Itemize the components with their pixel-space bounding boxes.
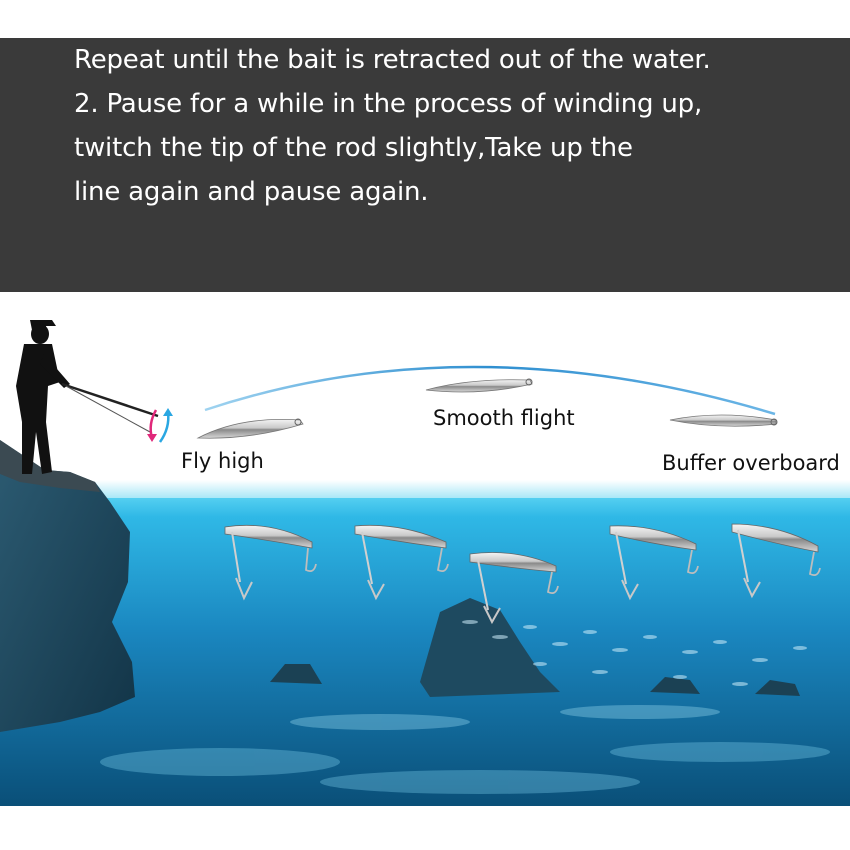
water-surface	[0, 480, 850, 498]
label-fly-high: Fly high	[181, 449, 264, 473]
fish-school	[462, 620, 807, 686]
cliff	[0, 440, 135, 732]
underwater-rocks	[270, 598, 800, 697]
fishing-rod	[61, 382, 159, 418]
label-buffer-overboard: Buffer overboard	[662, 451, 840, 475]
fishing-line	[65, 385, 151, 433]
instruction-line-1: Repeat until the bait is retracted out o…	[74, 45, 711, 75]
fisherman-silhouette	[16, 320, 70, 474]
instruction-line-3: twitch the tip of the rod slightly,Take …	[74, 133, 633, 163]
fishing-illustration: Fly high Smooth flight Buffer overboard	[0, 292, 850, 806]
instruction-line-4: line again and pause again.	[74, 177, 429, 207]
flight-trajectory	[204, 365, 776, 416]
lure-underwater-5	[731, 523, 821, 599]
lure-underwater-4	[609, 525, 699, 601]
instruction-text: Repeat until the bait is retracted out o…	[74, 38, 834, 214]
lure-buffer-overboard	[669, 414, 778, 427]
instruction-line-2: 2. Pause for a while in the process of w…	[74, 89, 703, 119]
lure-underwater-1	[224, 524, 317, 601]
lure-smooth-flight	[425, 378, 533, 393]
cliff-top	[0, 440, 100, 492]
twitch-arrow-blue	[158, 411, 170, 443]
instruction-banner	[0, 38, 850, 292]
scene-artwork	[0, 320, 850, 806]
lure-underwater-2	[354, 524, 449, 601]
lure-underwater-3	[469, 552, 559, 625]
seafloor	[100, 705, 830, 794]
label-smooth-flight: Smooth flight	[433, 406, 575, 430]
lure-fly-high	[196, 418, 304, 439]
